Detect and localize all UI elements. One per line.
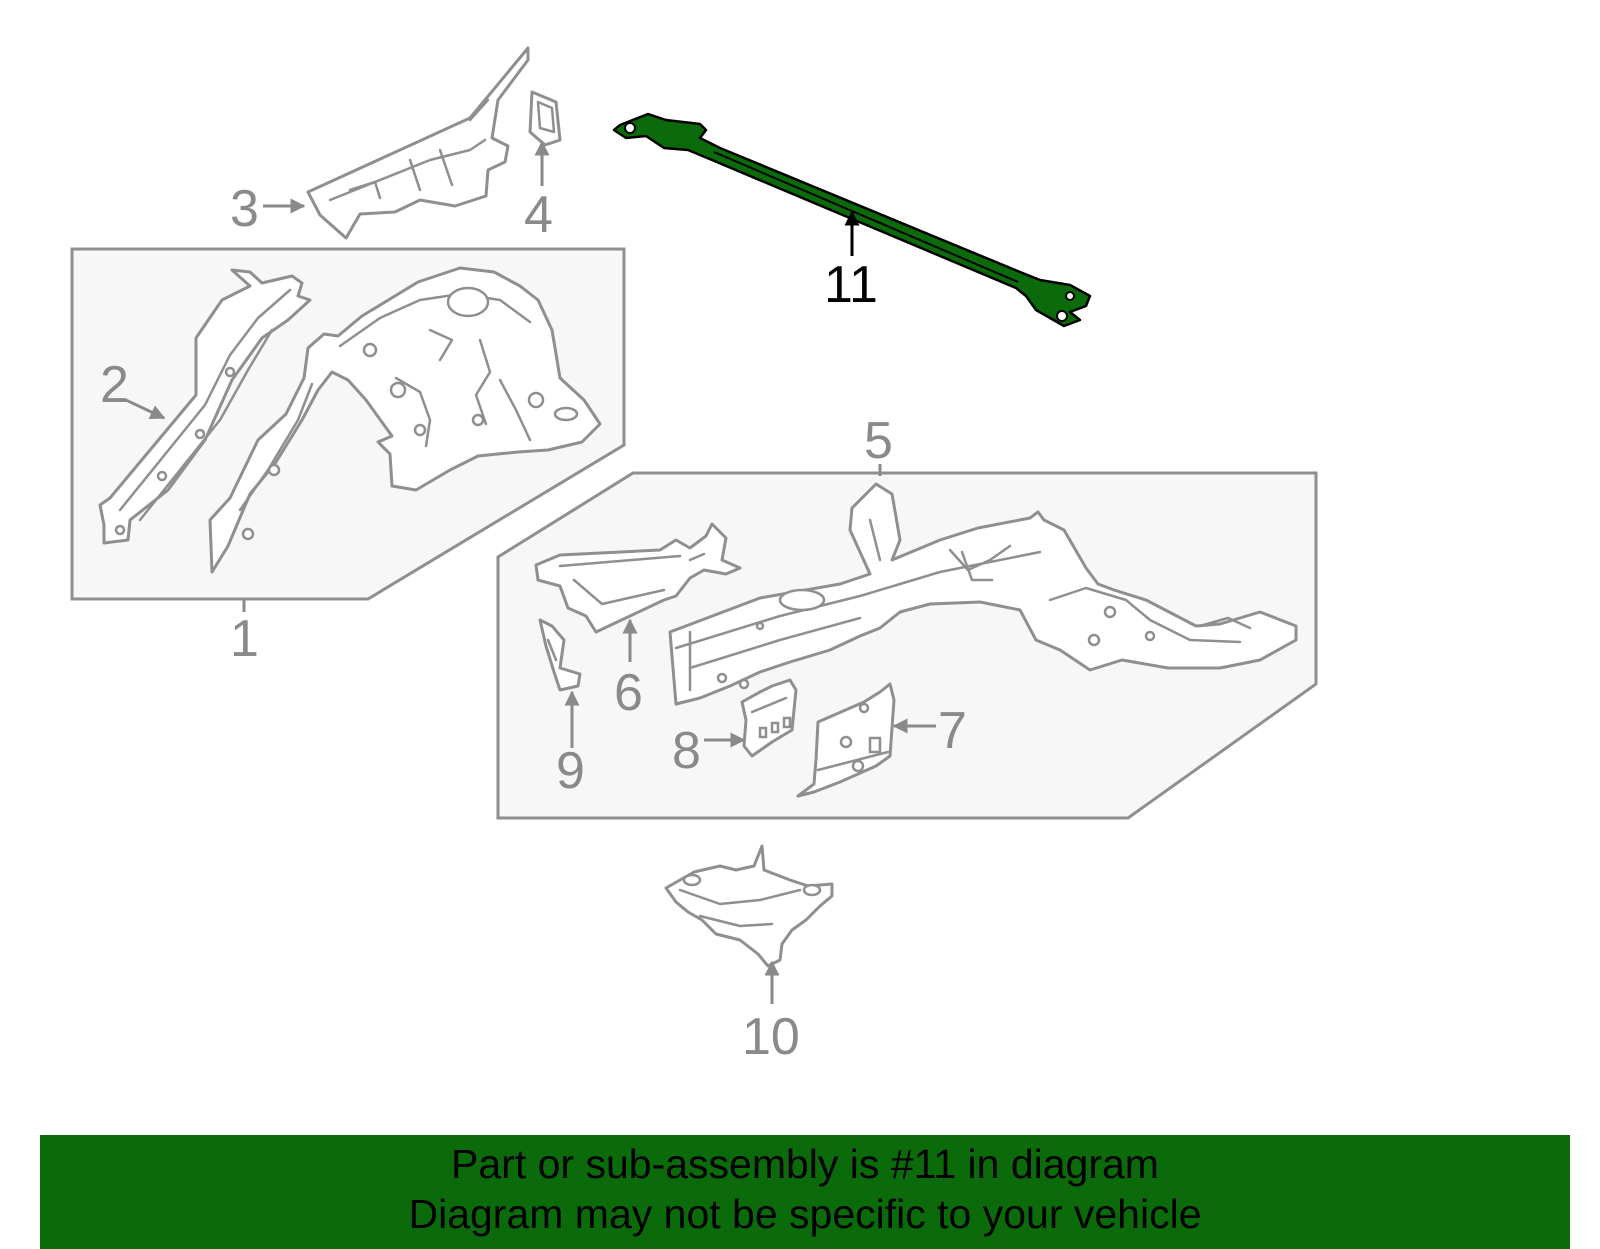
banner-line-1: Part or sub-assembly is #11 in diagram [451,1141,1159,1187]
callout-11: 11 [824,256,878,314]
callout-5: 5 [864,412,893,470]
part-9-plate [538,618,582,692]
part-10-mount [664,844,834,968]
callout-2: 2 [100,356,129,414]
callout-10: 10 [742,1008,800,1066]
callout-8: 8 [672,722,701,780]
part-11-strut-bar [612,112,1092,328]
leader-2 [125,398,166,420]
part-2-side-rail [98,268,312,545]
callout-9: 9 [556,742,585,800]
part-4-bracket [528,90,562,147]
callout-6: 6 [614,664,643,722]
callout-1: 1 [230,610,259,668]
callout-4: 4 [524,186,553,244]
callout-3: 3 [230,180,259,238]
info-banner: Part or sub-assembly is #11 in diagram D… [40,1135,1570,1249]
part-1-wheelhouse [208,266,602,574]
callout-7: 7 [938,702,967,760]
part-7-panel [796,682,896,798]
part-6-bracket [534,522,742,634]
part-3-apron-reinforcement [306,46,530,240]
part-5-frame-rail [668,482,1298,706]
banner-line-2: Diagram may not be specific to your vehi… [408,1191,1202,1237]
